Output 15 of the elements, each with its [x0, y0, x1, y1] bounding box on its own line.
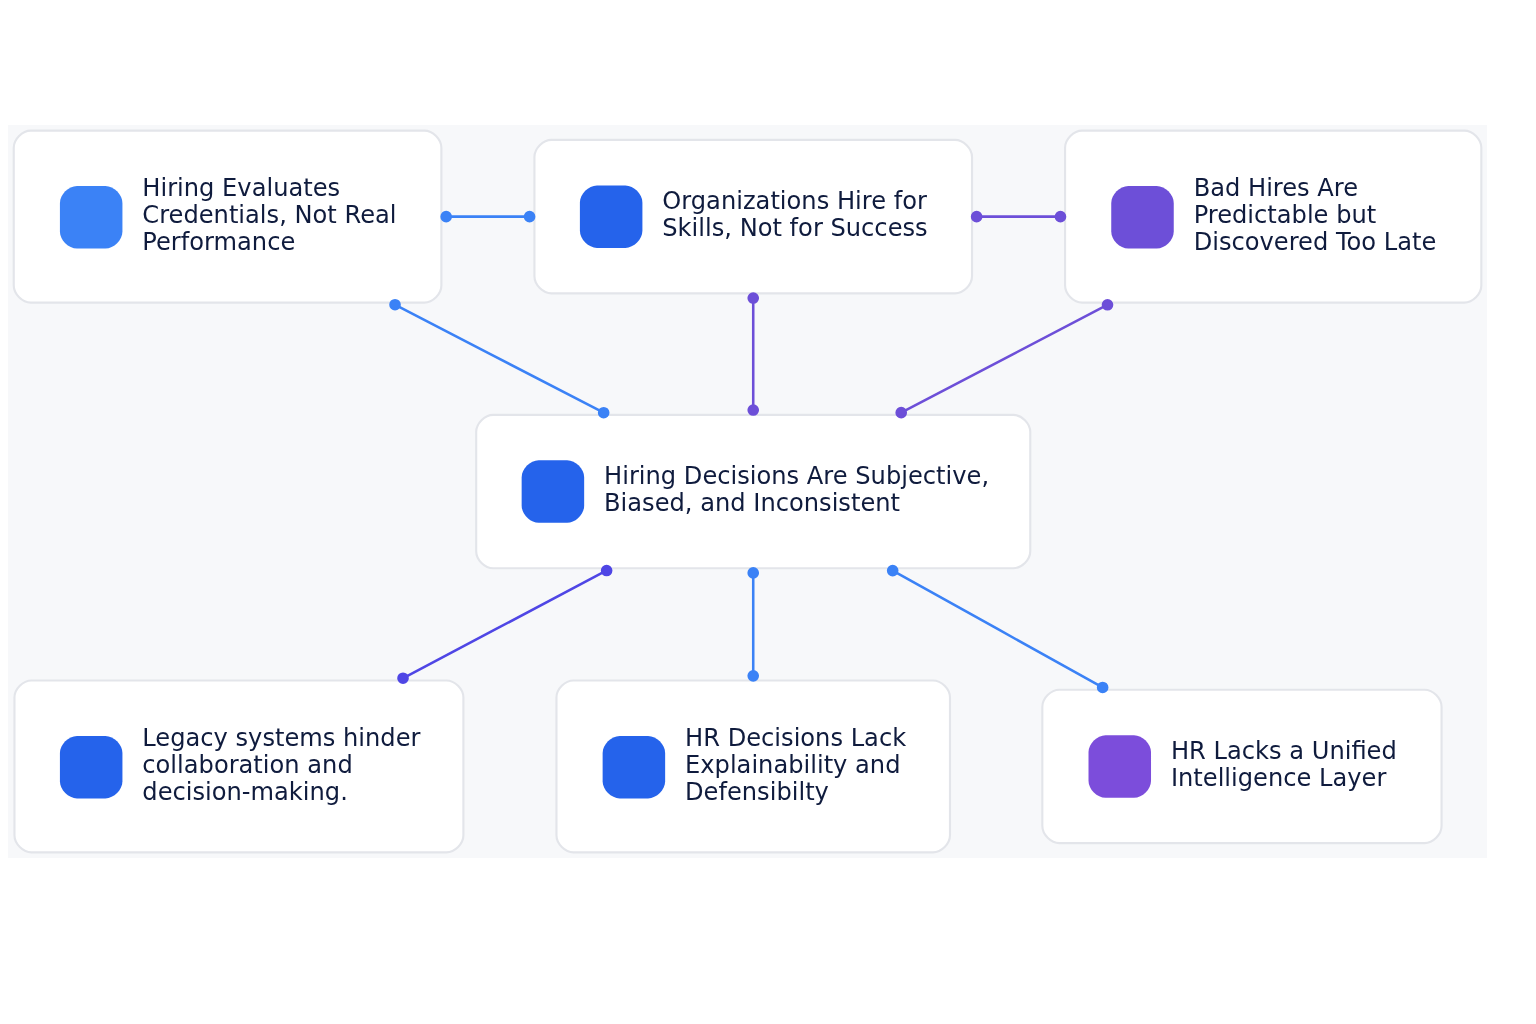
connector	[397, 564, 613, 685]
node-box: Legacy systems hinder collaboration and decision-making.	[13, 679, 465, 854]
connector	[389, 298, 610, 419]
connector	[440, 210, 536, 223]
connector	[895, 298, 1114, 419]
connector	[886, 564, 1109, 694]
node-box: HR Lacks a Unified Intelligence Layer	[1041, 688, 1443, 845]
node-box: Hiring Decisions Are Subjective, Biased, and Inconsistent	[475, 413, 1032, 570]
node-box: Organizations Hire for Skills, Not for Success	[533, 138, 974, 295]
node-box: Hiring Evaluates Credentials, Not Real Performance	[12, 129, 443, 304]
connector	[970, 210, 1067, 223]
connector	[747, 292, 760, 416]
node-box: HR Decisions Lack Explainability and Defensibilty	[555, 679, 952, 854]
connector	[747, 567, 760, 682]
node-box: Bad Hires Are Predictable but Discovered Too Late	[1064, 129, 1483, 304]
